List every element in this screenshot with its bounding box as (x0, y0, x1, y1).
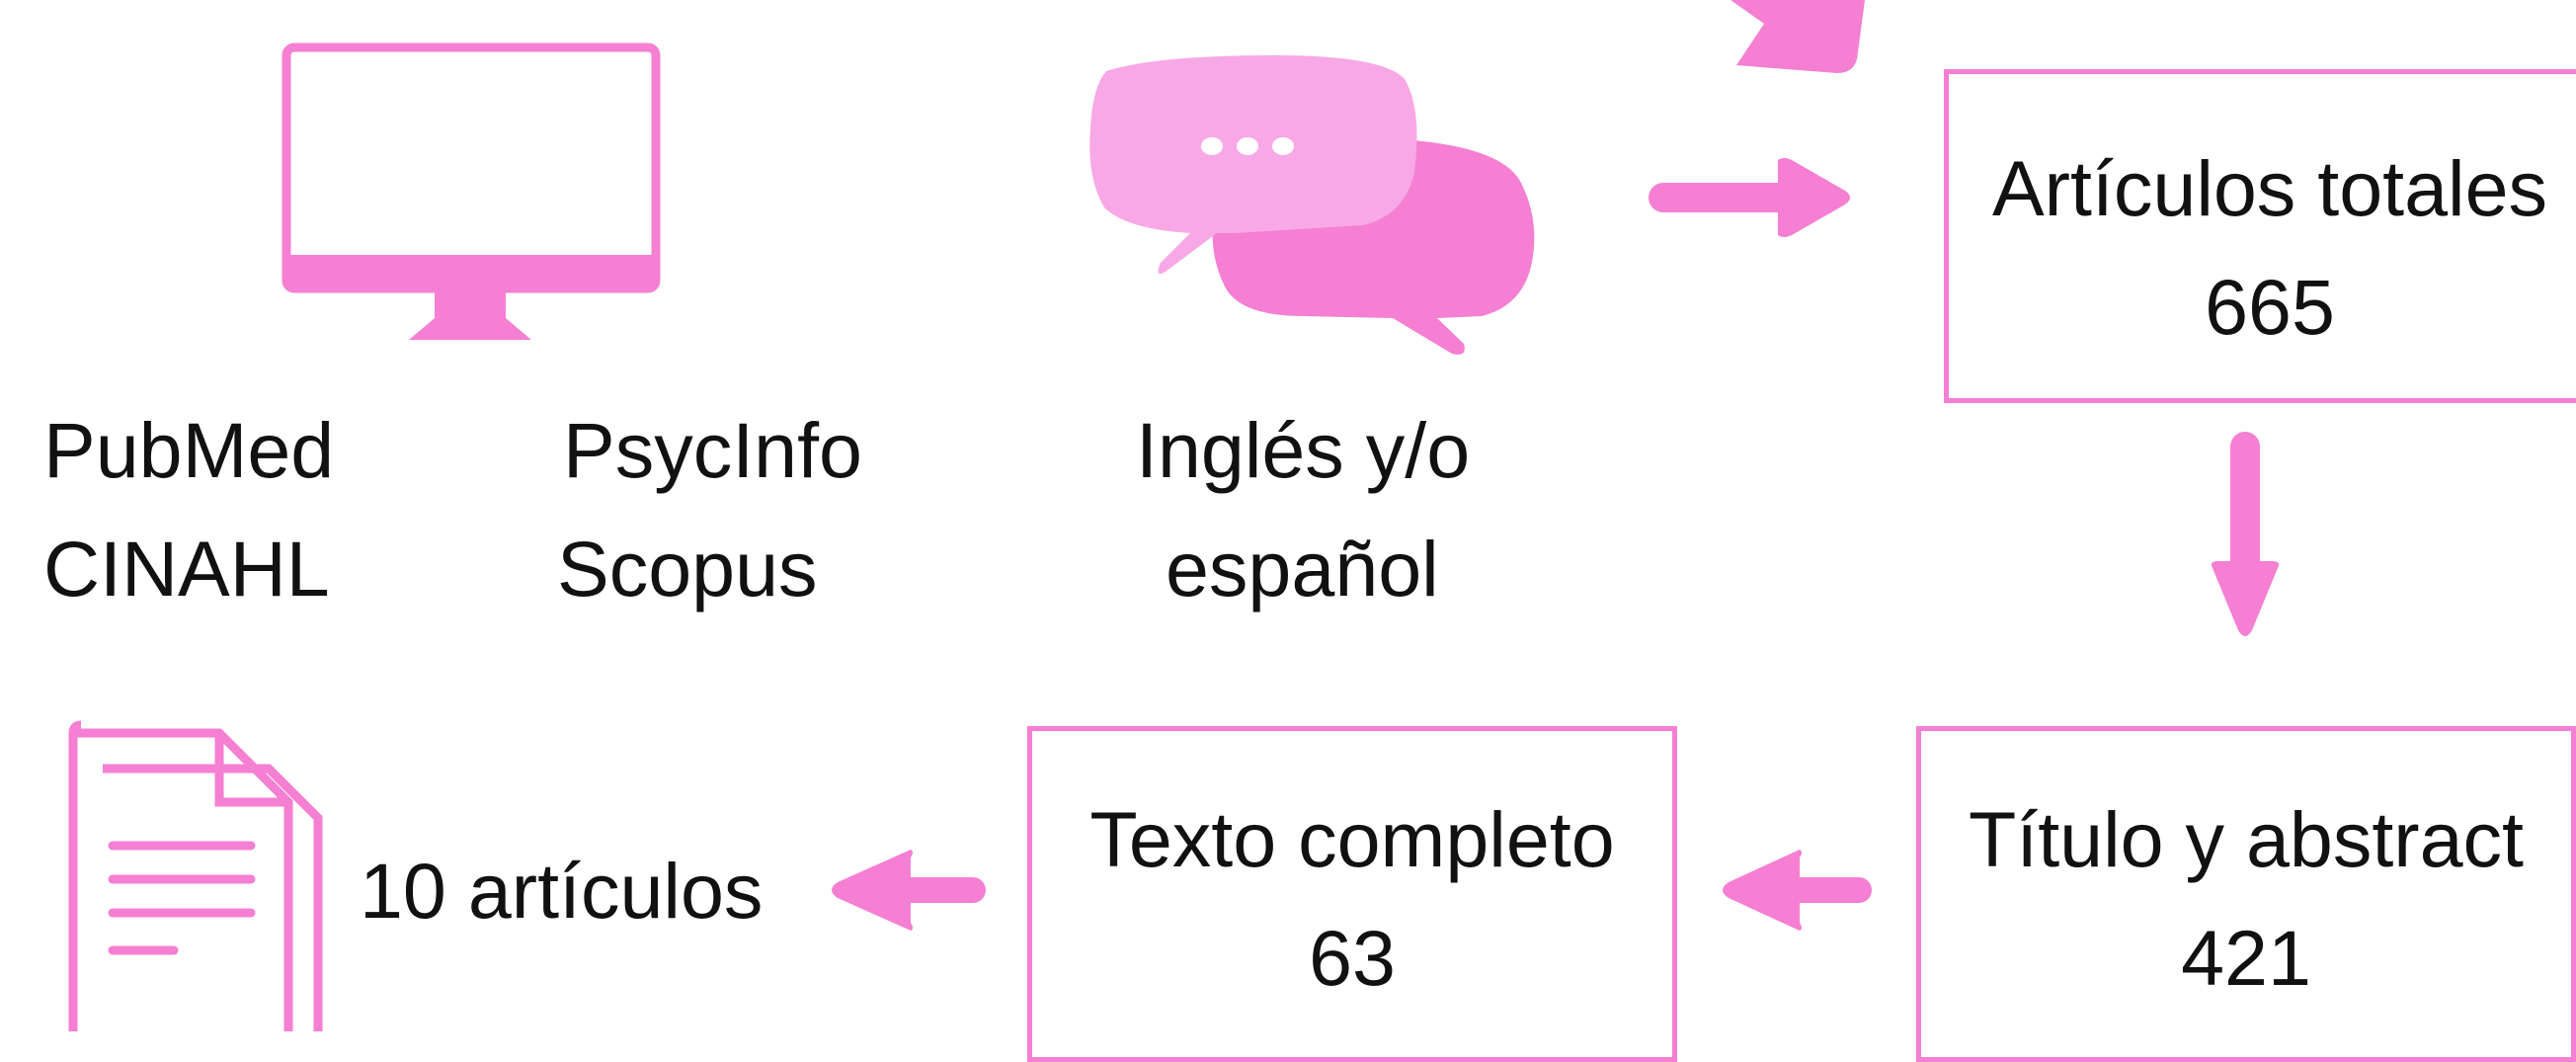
flow-diagram (68, 0, 2280, 1031)
arrow-left-2 (832, 850, 986, 931)
arrow-left-1 (1723, 850, 1872, 931)
database-scopus: Scopus (557, 525, 818, 613)
language-line-2: español (1166, 525, 1439, 613)
box-total-count: 665 (2205, 263, 2335, 351)
chat-bubbles-icon (1089, 55, 1535, 355)
box-full-text: Texto completo 63 (1027, 726, 1677, 1062)
box-full-text-title: Texto completo (1089, 795, 1615, 883)
database-cinahl: CINAHL (43, 525, 330, 613)
box-title-abstract: Título y abstract 421 (1916, 726, 2576, 1062)
box-total-title: Artículos totales (1991, 144, 2548, 232)
box-full-text-count: 63 (1309, 914, 1396, 1002)
monitor-icon (282, 42, 661, 340)
box-total-articles: Artículos totales 665 (1944, 69, 2576, 403)
document-icon (68, 720, 323, 1031)
arrow-down (2211, 432, 2280, 636)
box-title-abstract-count: 421 (2181, 914, 2311, 1002)
database-psycinfo: PsycInfo (563, 406, 862, 494)
partial-arrow-top (1731, 0, 1865, 73)
box-title-abstract-title: Título y abstract (1969, 795, 2524, 883)
database-pubmed: PubMed (43, 406, 335, 494)
language-line-1: Inglés y/o (1136, 406, 1471, 494)
result-label: 10 artículos (360, 847, 764, 935)
arrow-to-total (1649, 158, 1850, 237)
